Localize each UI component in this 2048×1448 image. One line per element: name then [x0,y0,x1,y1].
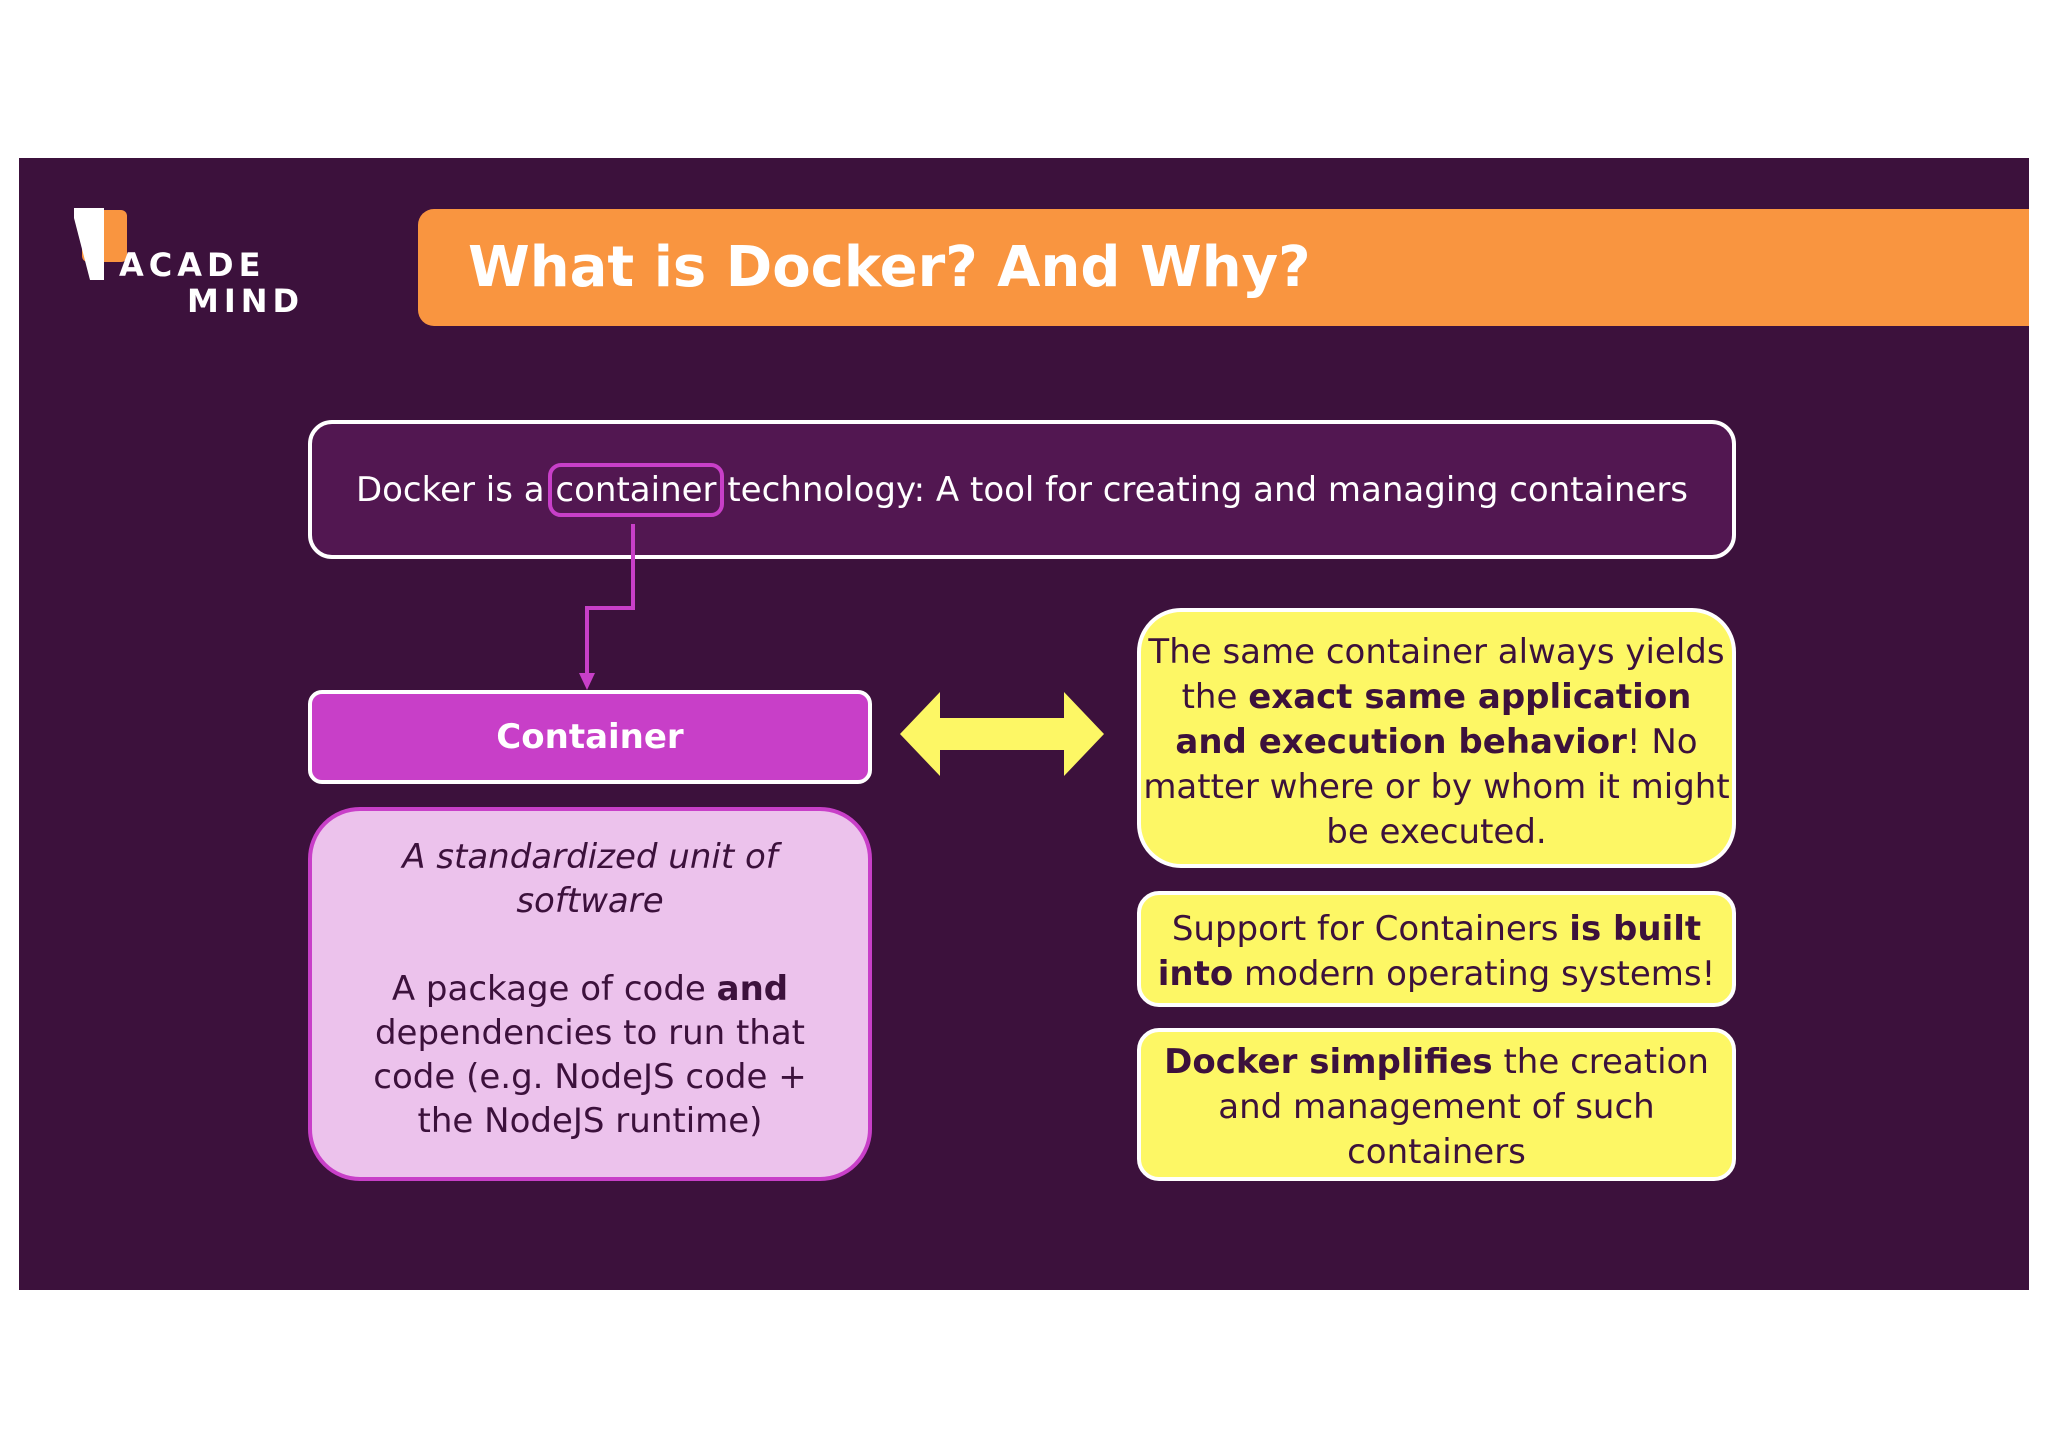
definition-text: Docker is a container technology: A tool… [312,463,1732,517]
definition-highlight: container [548,463,724,517]
container-description-2: A package of code and dependencies to ru… [373,969,807,1141]
title-bar: What is Docker? And Why? [418,209,2029,326]
logo-mark-icon [74,208,127,280]
container-description-box: A standardized unit of software A packag… [308,807,872,1181]
definition-after: technology: A tool for creating and mana… [716,470,1689,510]
logo-text-mind: MIND [187,282,305,320]
slide: ACADE MIND What is Docker? And Why? Dock… [19,158,2029,1290]
double-arrow-icon [900,692,1104,776]
benefit-box-os-support: Support for Containers is built into mod… [1137,891,1736,1007]
container-description-1: A standardized unit of software [402,837,778,921]
connector-arrow [579,524,635,690]
benefit-box-docker-simplifies: Docker simplifies the creation and manag… [1137,1028,1736,1181]
slide-title: What is Docker? And Why? [468,235,1311,300]
benefit-box-same-behavior: The same container always yields the exa… [1137,608,1736,868]
definition-before: Docker is a [355,470,556,510]
academind-logo: ACADE MIND [74,208,304,328]
logo-text-acade: ACADE [119,246,266,284]
definition-box: Docker is a container technology: A tool… [308,420,1736,559]
container-box: Container [308,690,872,784]
